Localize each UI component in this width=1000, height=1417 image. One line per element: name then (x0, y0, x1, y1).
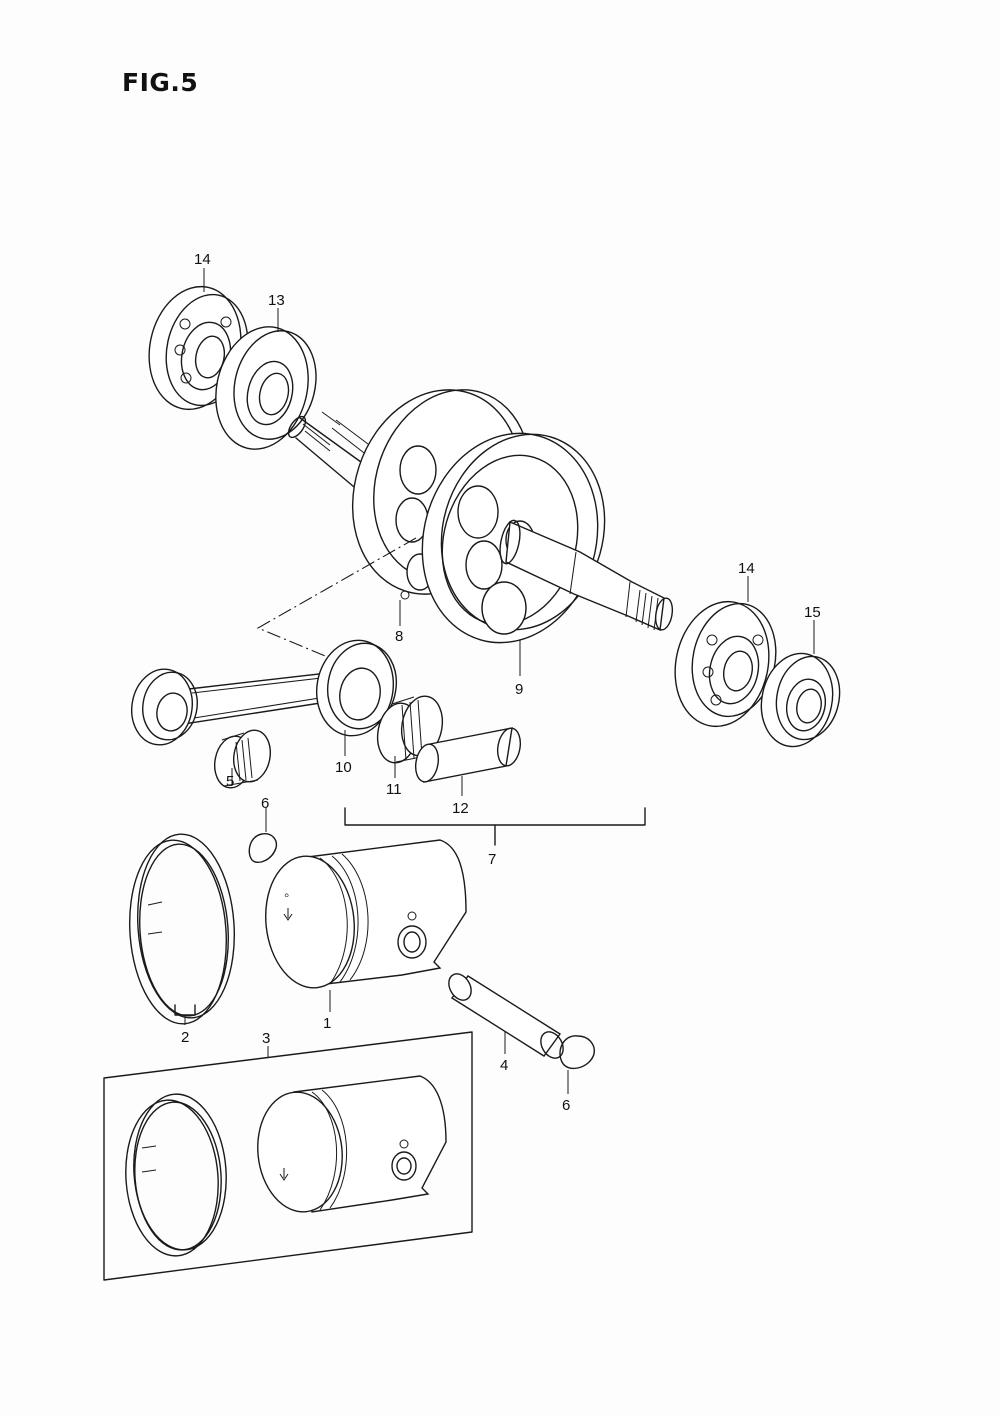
needle-bearing-5 (214, 729, 271, 789)
oil-seal-15 (760, 652, 841, 748)
callout-1: 1 (323, 1015, 331, 1032)
figure-title: FIG.5 (122, 68, 199, 97)
bearing-13 (215, 326, 317, 450)
piston-1: ◦ (265, 839, 467, 989)
assembly-bracket-7 (344, 807, 646, 846)
callout-3: 3 (262, 1030, 270, 1047)
callout-11: 11 (386, 781, 402, 798)
piston-set-3 (103, 1031, 473, 1281)
piston-rings-2 (128, 833, 236, 1025)
callout-8: 8 (395, 628, 403, 645)
callout-6-upper: 6 (261, 795, 269, 812)
callout-5: 5 (226, 773, 234, 790)
callout-13: 13 (268, 292, 285, 309)
leader-lines (203, 268, 815, 1094)
callout-7: 7 (488, 851, 496, 868)
callout-14-right: 14 (738, 560, 755, 577)
svg-text:◦: ◦ (284, 887, 289, 904)
callout-6-lower: 6 (562, 1097, 570, 1114)
callout-14-left: 14 (194, 251, 211, 268)
callout-4: 4 (500, 1057, 508, 1074)
needle-bearing-11 (376, 695, 444, 764)
callout-9: 9 (515, 681, 523, 698)
callout-labels: 14 13 8 9 14 15 10 11 12 5 6 7 2 1 3 4 6 (181, 251, 821, 1114)
callout-15: 15 (804, 604, 821, 621)
callout-2: 2 (181, 1029, 189, 1046)
callout-12: 12 (452, 800, 469, 817)
piston-pin-4 (448, 973, 564, 1059)
assembly-reference-line (256, 537, 417, 659)
callout-10: 10 (335, 759, 352, 776)
crankshaft-right-journal (499, 519, 674, 632)
circlip-6-upper (248, 833, 278, 864)
circlip-6-lower (559, 1035, 595, 1070)
connecting-rod-10 (131, 639, 398, 746)
crank-pin-12 (414, 727, 522, 783)
bearing-14-right (674, 600, 777, 728)
